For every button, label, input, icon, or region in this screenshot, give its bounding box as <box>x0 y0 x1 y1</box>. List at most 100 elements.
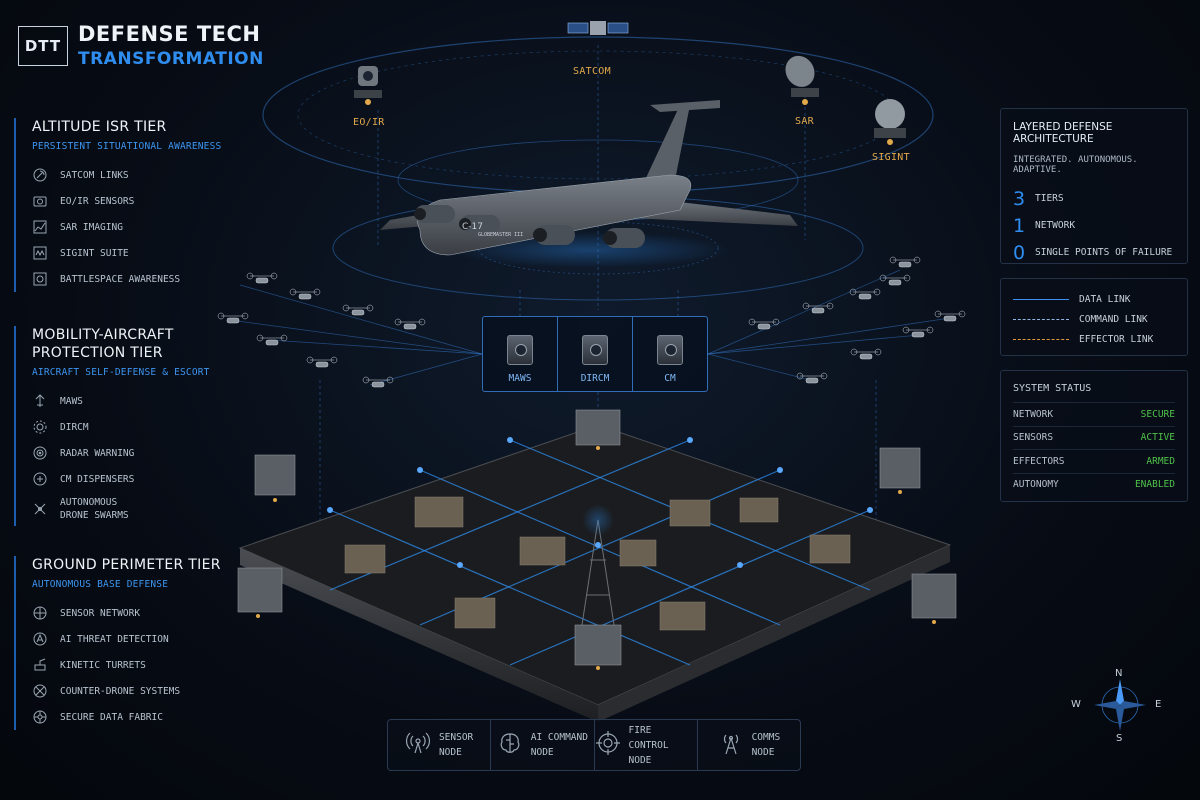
list-item: COUNTER-DRONE SYSTEMS <box>32 678 221 704</box>
eoir-sensor-icon <box>354 66 382 105</box>
list-item: CM DISPENSERS <box>32 466 210 492</box>
drone-swarm <box>217 256 966 388</box>
compass-north: N <box>1115 668 1123 679</box>
tier-subtitle: AIRCRAFT SELF-DEFENSE & ESCORT <box>32 367 210 378</box>
sigint-label: SIGINT <box>872 152 910 163</box>
radar-icon <box>32 445 48 461</box>
missile-icon <box>32 393 48 409</box>
ai-icon <box>32 631 48 647</box>
target-icon <box>32 271 48 287</box>
stat-tiers: 3 TIERS <box>1013 187 1064 210</box>
drone-icon <box>32 501 48 517</box>
architecture-subtitle: INTEGRATED. AUTONOMOUS. ADAPTIVE. <box>1013 155 1138 175</box>
list-item: MAWS <box>32 388 210 414</box>
camera-icon <box>32 193 48 209</box>
tier-subtitle: PERSISTENT SITUATIONAL AWARENESS <box>32 141 222 152</box>
dtt-logo: DTT <box>18 26 68 66</box>
brand-subtitle: TRANSFORMATION <box>78 49 264 69</box>
eoir-label: EO/IR <box>353 117 385 128</box>
tier-subtitle: AUTONOMOUS BASE DEFENSE <box>32 579 169 590</box>
list-item: AUTONOMOUS DRONE SWARMS <box>32 492 210 526</box>
brain-icon <box>497 730 531 760</box>
signal-icon <box>32 245 48 261</box>
tier-title-line2: PROTECTION TIER <box>32 345 163 361</box>
list-item: RADAR WARNING <box>32 440 210 466</box>
tier-title: GROUND PERIMETER TIER <box>32 557 221 573</box>
sensor-node-icon <box>405 730 439 760</box>
network-icon <box>32 605 48 621</box>
stat-single-points: 0 SINGLE POINTS OF FAILURE <box>1013 241 1173 264</box>
gear-icon <box>32 419 48 435</box>
sar-label: SAR <box>795 116 814 127</box>
dispenser-icon <box>32 471 48 487</box>
satcom-label: SATCOM <box>573 66 611 77</box>
legend-data-link: DATA LINK <box>1013 289 1175 309</box>
data-link-swatch <box>1013 298 1069 300</box>
stat-network: 1 NETWORK <box>1013 214 1076 237</box>
cm-dispenser-label: CM <box>664 373 676 384</box>
list-item: DIRCM <box>32 414 210 440</box>
effector-link-swatch <box>1013 338 1069 340</box>
tier-title: ALTITUDE ISR TIER <box>32 119 167 135</box>
status-badge: ACTIVE <box>1140 432 1175 444</box>
status-badge: SECURE <box>1140 408 1175 420</box>
list-item: AI THREAT DETECTION <box>32 626 221 652</box>
legend-command-link: COMMAND LINK <box>1013 309 1175 329</box>
list-item: SAR IMAGING <box>32 214 221 240</box>
status-row-network: NETWORK SECURE <box>1013 402 1175 426</box>
countermeasure-panel: MAWS DIRCM CM <box>482 316 708 392</box>
sigint-dome-icon <box>874 99 906 145</box>
satellite-icon <box>32 167 48 183</box>
ground-base <box>237 409 957 722</box>
tier-ground-perimeter: GROUND PERIMETER TIER AUTONOMOUS BASE DE… <box>14 556 221 730</box>
crosshair-icon <box>595 730 629 760</box>
architecture-title: LAYERED DEFENSE ARCHITECTURE <box>1013 121 1113 145</box>
command-link-swatch <box>1013 318 1069 320</box>
list-item: EO/IR SENSORS <box>32 188 221 214</box>
compass-south: S <box>1116 733 1123 744</box>
list-item: BATTLESPACE AWARENESS <box>32 266 221 292</box>
brand-title: DEFENSE TECH <box>78 22 261 46</box>
antenna-icon <box>718 730 752 760</box>
list-item: SATCOM LINKS <box>32 162 221 188</box>
status-row-effectors: EFFECTORS ARMED <box>1013 449 1175 473</box>
maws-sensor-icon <box>507 335 533 365</box>
list-item: KINETIC TURRETS <box>32 652 221 678</box>
architecture-panel: LAYERED DEFENSE ARCHITECTURE INTEGRATED.… <box>1000 108 1188 264</box>
tier-title: MOBILITY-AIRCRAFT <box>32 327 174 343</box>
cm-dircm: DIRCM <box>557 317 632 391</box>
tier-mobility-aircraft: MOBILITY-AIRCRAFT PROTECTION TIER AIRCRA… <box>14 326 210 526</box>
system-status-title: SYSTEM STATUS <box>1013 383 1092 394</box>
legend-effector-link: EFFECTOR LINK <box>1013 329 1175 349</box>
cm-dispenser: CM <box>632 317 707 391</box>
compass-west: W <box>1071 699 1081 710</box>
isr-sensors <box>354 21 906 145</box>
cm-dircm-label: DIRCM <box>580 373 610 384</box>
status-row-sensors: SENSORS ACTIVE <box>1013 425 1175 450</box>
sar-dish-icon <box>785 55 819 105</box>
list-item: SENSOR NETWORK <box>32 600 221 626</box>
status-badge: ARMED <box>1146 455 1175 467</box>
system-status-panel: SYSTEM STATUS NETWORK SECURE SENSORS ACT… <box>1000 370 1188 502</box>
status-row-autonomy: AUTONOMY ENABLED <box>1013 472 1175 497</box>
compass-rose <box>1094 679 1146 731</box>
fabric-icon <box>32 709 48 725</box>
tier-altitude-isr: ALTITUDE ISR TIER PERSISTENT SITUATIONAL… <box>14 118 221 292</box>
cm-maws: MAWS <box>483 317 557 391</box>
turret-icon <box>32 657 48 673</box>
aircraft-model-label: C-17 <box>462 222 483 232</box>
dircm-turret-icon <box>582 335 608 365</box>
satellite-icon <box>567 21 629 35</box>
c17-aircraft <box>380 100 798 268</box>
aircraft-name-label: GLOBEMASTER III <box>478 232 524 238</box>
list-item: SECURE DATA FABRIC <box>32 704 221 730</box>
status-badge: ENABLED <box>1134 479 1175 491</box>
counter-drone-icon <box>32 683 48 699</box>
list-item: SIGINT SUITE <box>32 240 221 266</box>
compass-east: E <box>1155 699 1162 710</box>
